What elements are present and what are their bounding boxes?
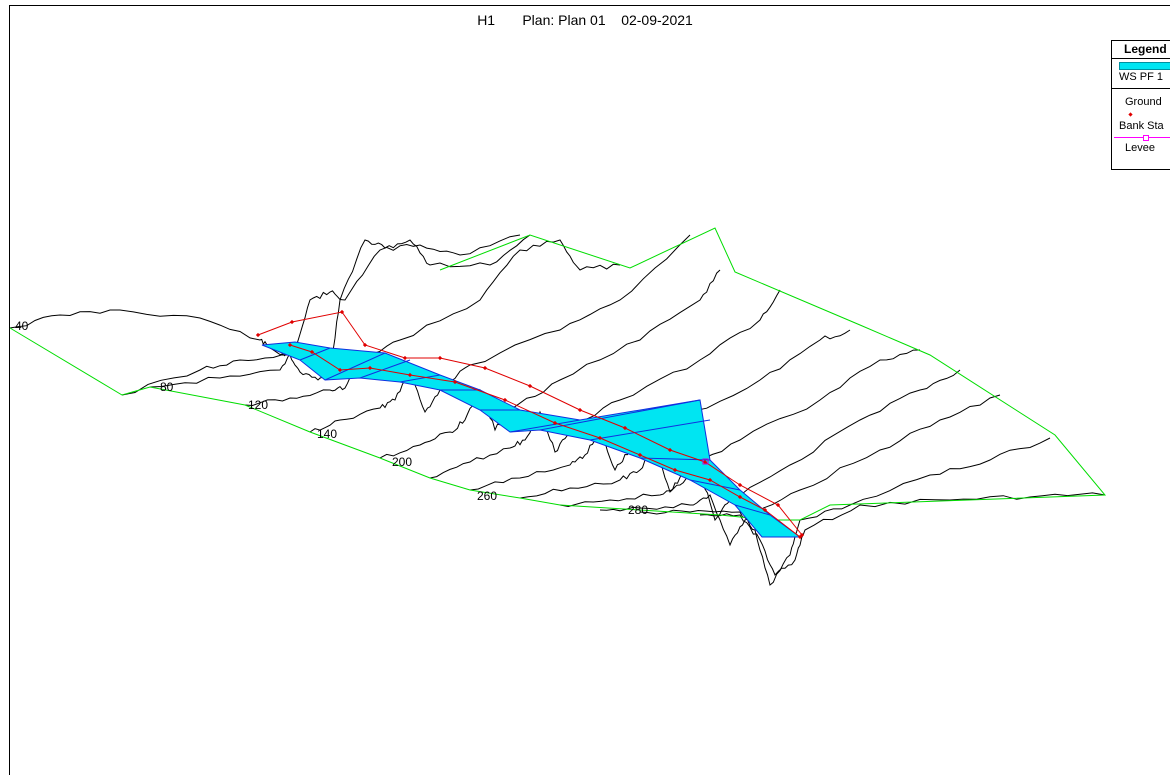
ground-profile-13 (699, 492, 1106, 576)
ground-profile-11 (599, 394, 1001, 547)
ws-section-line-8 (539, 399, 701, 431)
water-surface (261, 341, 802, 538)
plot-date: 02-09-2021 (621, 12, 693, 28)
ws-section-line-3 (359, 359, 411, 379)
bank-station-marker-4 (362, 342, 368, 348)
bank-station-marker-25 (637, 452, 643, 458)
bank-station-marker-22 (502, 397, 508, 403)
levee-line-icon (1114, 137, 1170, 138)
water-surface-fill (261, 341, 802, 538)
levee-square-icon (1143, 135, 1149, 141)
bank-station-marker-5 (402, 355, 408, 361)
station-label-120: 120 (248, 398, 268, 412)
bank-station-marker-29 (762, 507, 768, 513)
reach-boundary-line (9, 227, 1107, 521)
bank-marker-icon (1128, 112, 1133, 117)
bank-station-marker-30 (797, 534, 803, 540)
reach-boundary (9, 227, 1107, 521)
bank-station-marker-8 (527, 383, 533, 389)
ws-section-line-4 (399, 374, 441, 383)
ground-profile-4 (244, 239, 621, 407)
bank-station-marker-12 (702, 459, 708, 465)
ws-section-line-9 (589, 419, 711, 441)
ground-profile-10 (559, 369, 961, 522)
bank-station-marker-11 (667, 447, 673, 453)
plot-frame (9, 5, 1170, 775)
ground-profile-7 (429, 289, 781, 479)
levee-marker (702, 458, 709, 465)
station-label-280: 280 (628, 503, 648, 517)
ground-profile-1 (9, 309, 286, 357)
bank-station-marker-16 (287, 342, 293, 348)
ground-profile-12 (639, 437, 1051, 586)
ws-section-line-2 (324, 352, 386, 381)
legend-item-ground: Ground (1125, 96, 1162, 108)
bank-station-marker-13 (737, 482, 743, 488)
station-label-200: 200 (392, 455, 412, 469)
ws-swatch-icon (1119, 62, 1170, 70)
bank-station-marker-28 (737, 494, 743, 500)
bank-stations (255, 309, 805, 540)
ground-profiles (9, 234, 1106, 586)
plot-title: H1 Plan: Plan 01 02-09-2021 (0, 12, 1170, 28)
station-label-40: 40 (15, 319, 29, 333)
bank-station-marker-7 (482, 365, 488, 371)
station-label-80: 80 (160, 380, 174, 394)
station-labels: 40 80 120 140 200 260 280 (15, 319, 648, 517)
bank-station-marker-18 (337, 367, 343, 373)
bank-station-marker-2 (289, 319, 295, 325)
bank-station-marker-23 (552, 420, 558, 426)
legend-item-bank: Bank Sta (1119, 120, 1164, 132)
bank-station-marker-14 (775, 502, 781, 508)
bank-station-marker-3 (339, 309, 345, 315)
station-label-140: 140 (317, 427, 337, 441)
ws-section-line-7 (509, 419, 581, 433)
plan-name: Plan: Plan 01 (522, 12, 606, 28)
ground-profile-5 (309, 234, 691, 433)
bank-station-marker-20 (407, 372, 413, 378)
ground-profile-8 (469, 329, 851, 491)
bank-station-marker-19 (367, 365, 373, 371)
bank-station-marker-17 (309, 349, 315, 355)
bank-station-marker-9 (577, 407, 583, 413)
bank-station-marker-10 (622, 425, 628, 431)
bank-station-marker-24 (597, 435, 603, 441)
legend-item-levee: Levee (1125, 142, 1155, 154)
bank-station-marker-6 (437, 355, 443, 361)
ground-profile-6 (379, 269, 721, 459)
ground-profile-3 (149, 234, 521, 388)
bank-station-marker-26 (672, 467, 678, 473)
run-name: H1 (477, 12, 496, 28)
ground-profile-9 (519, 349, 921, 499)
legend-item-ws: WS PF 1 (1119, 71, 1164, 83)
legend: Legend WS PF 1 Ground Bank Sta Levee (1111, 40, 1170, 170)
ws-section-line-11 (689, 479, 741, 491)
bank-station-marker-21 (452, 379, 458, 385)
station-label-260: 260 (477, 489, 497, 503)
ground-profile-2 (121, 234, 531, 396)
ws-section-line-12 (734, 504, 771, 516)
bank-station-marker-27 (707, 477, 713, 483)
bank-station-marker-1 (255, 332, 261, 338)
legend-title: Legend (1124, 42, 1167, 56)
